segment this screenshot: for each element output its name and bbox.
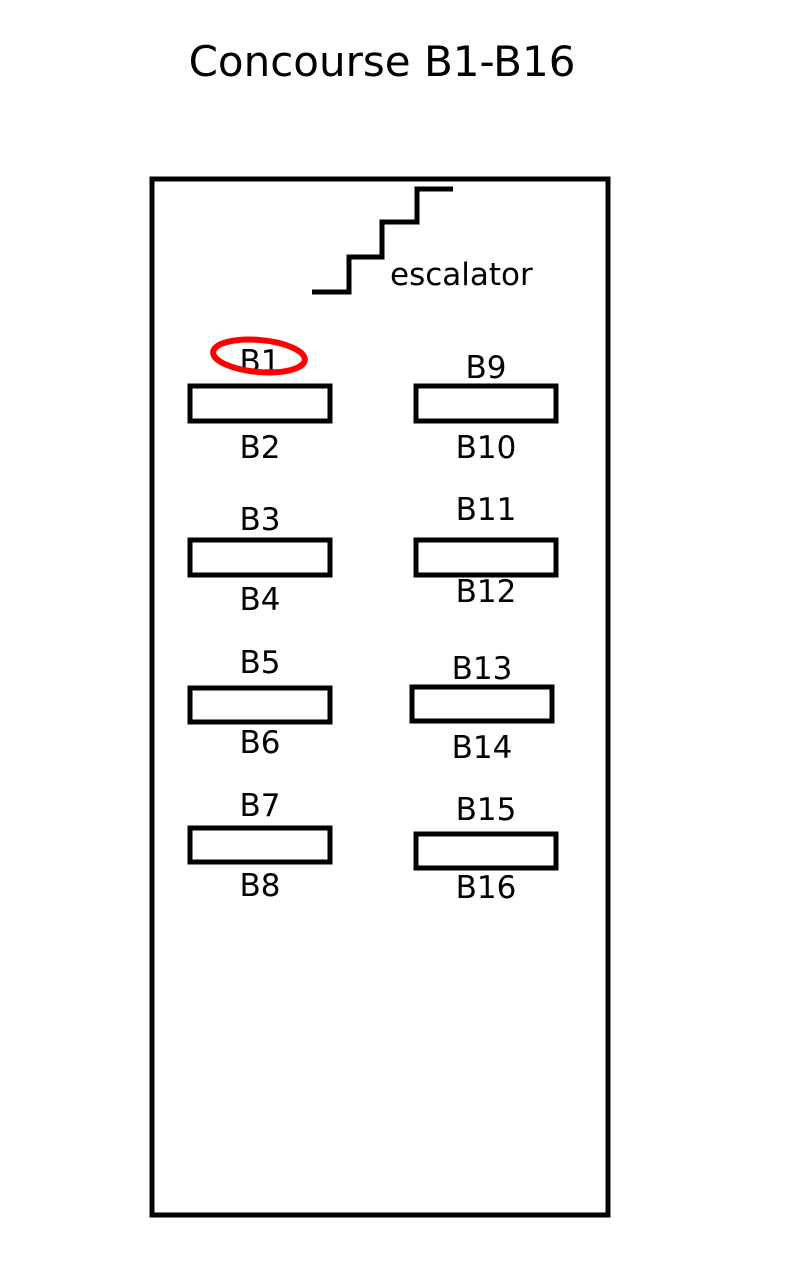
gate-counter: [187, 685, 333, 725]
gate-counter: [413, 383, 559, 424]
gate-counter: [187, 825, 333, 865]
gate-label-b15: B15: [456, 792, 517, 828]
gate-label-b3: B3: [240, 502, 281, 538]
gate-label-b8: B8: [240, 868, 281, 904]
gate-counter: [187, 383, 333, 424]
gate-counter: [413, 831, 559, 871]
gate-label-b11: B11: [456, 492, 517, 528]
gate-label-b16: B16: [456, 870, 517, 906]
highlight-circle: [210, 336, 308, 376]
gate-label-b14: B14: [452, 730, 513, 766]
escalator-icon: [312, 186, 453, 295]
escalator-label: escalator: [390, 257, 533, 293]
gate-label-b2: B2: [240, 430, 281, 466]
gate-label-b10: B10: [456, 430, 517, 466]
gate-label-b6: B6: [240, 725, 281, 761]
gate-counter: [413, 537, 559, 578]
gate-counter: [409, 684, 555, 724]
gate-counter: [187, 537, 333, 578]
gate-label-b13: B13: [452, 651, 513, 687]
gate-label-b4: B4: [240, 582, 281, 618]
gate-label-b7: B7: [240, 788, 281, 824]
map-title: Concourse B1-B16: [189, 37, 576, 86]
concourse-outline: [149, 176, 611, 1218]
gate-label-b5: B5: [240, 645, 281, 681]
gate-label-b12: B12: [456, 574, 517, 610]
gate-label-b9: B9: [466, 350, 507, 386]
